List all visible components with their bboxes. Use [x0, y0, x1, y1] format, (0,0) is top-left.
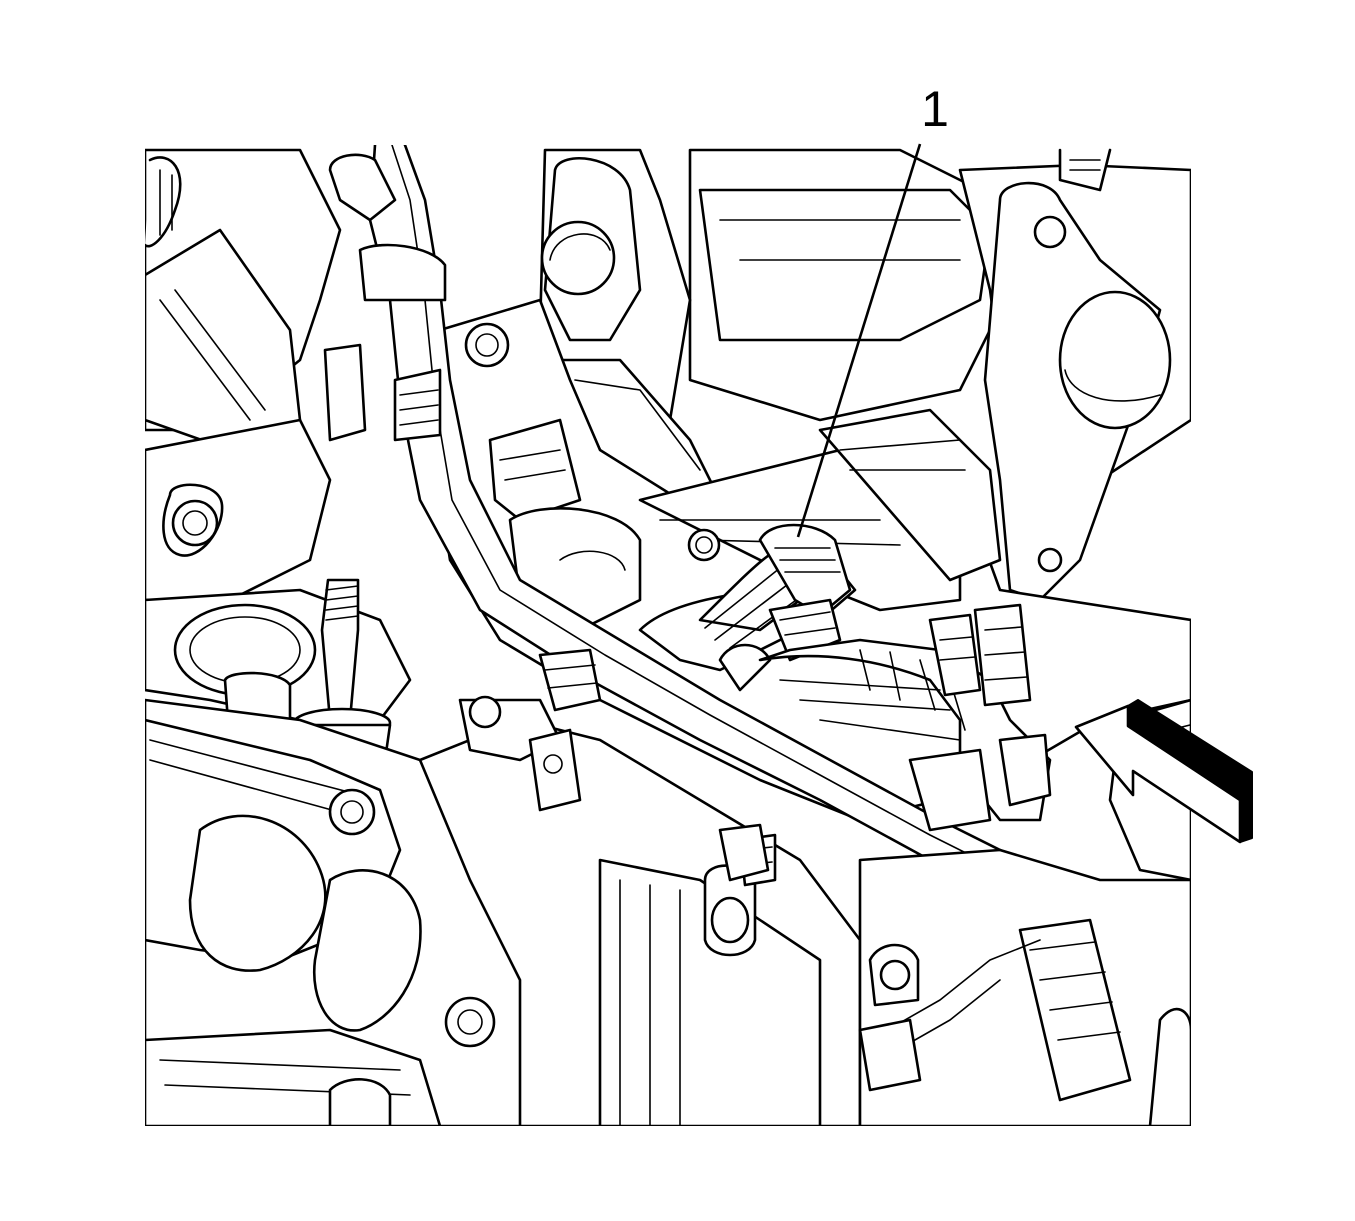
upper-nut	[464, 322, 510, 368]
callout-1-label: 1	[921, 81, 949, 137]
wiring-harness	[638, 523, 1052, 832]
bracket-cap	[540, 220, 616, 296]
upper-left-engine-block	[145, 148, 342, 602]
bolt-head-left	[171, 499, 219, 547]
lower-right-components	[858, 698, 1191, 1126]
illustration-area	[145, 145, 1191, 1126]
callout-1-leader	[796, 143, 922, 538]
lower-bolt	[444, 996, 496, 1048]
housing-hole-upper	[1033, 215, 1067, 249]
detail-hardware	[464, 322, 770, 882]
connector-block-a	[928, 613, 982, 697]
view-direction-arrow	[1074, 699, 1253, 844]
rail-bolt	[328, 788, 376, 836]
channel-bolt	[468, 695, 502, 729]
lower-right-connector	[1018, 918, 1132, 1102]
housing-hole-lower	[1037, 547, 1063, 573]
lower-center-channel	[418, 695, 862, 1126]
upper-right-housing	[688, 148, 1191, 602]
tube-clip-lower	[538, 648, 602, 712]
connector-block-b	[973, 603, 1032, 707]
curved-tube	[323, 145, 1191, 937]
lower-right-stud	[879, 959, 911, 991]
manifold-port	[687, 528, 721, 562]
callout-1: 1	[796, 81, 949, 538]
threaded-stud	[320, 578, 360, 722]
housing-bore	[1058, 290, 1172, 430]
tube-clamp-upper	[393, 368, 442, 442]
